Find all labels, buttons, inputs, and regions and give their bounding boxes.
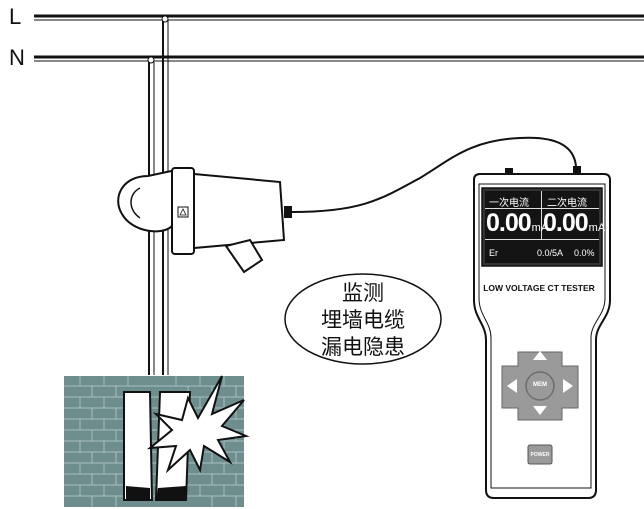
screen-rule-bottom (485, 239, 599, 240)
leakage-spark-icon (146, 375, 250, 474)
tester-screen: 一次电流 二次电流 0.00mA 0.00mA Er 0.0/5A 0.0% (485, 191, 605, 263)
clamp-ct-sensor (117, 167, 292, 274)
primary-current-value: 0.00mA (486, 211, 548, 236)
left-arrow-icon[interactable] (507, 379, 517, 393)
line-l-conductor (34, 14, 644, 21)
note-text: 监测 埋墙电缆 漏电隐患 (298, 280, 428, 361)
lead-wire (291, 136, 577, 213)
direction-pad (501, 351, 579, 421)
primary-current-label: 一次电流 (489, 198, 529, 209)
note-ellipse (284, 273, 442, 365)
secondary-current-number: 0.00 (543, 209, 589, 237)
screen-divider (541, 191, 542, 239)
mem-button[interactable]: MEM (533, 382, 547, 388)
power-button[interactable] (527, 444, 553, 465)
power-button-label[interactable]: POWER (530, 452, 550, 458)
secondary-current-unit: mA (588, 222, 606, 234)
up-arrow-icon[interactable] (533, 351, 547, 360)
secondary-current-label: 二次电流 (547, 198, 587, 209)
error-indicator: Er (489, 248, 498, 258)
note-line-2: 埋墙电缆 (321, 308, 405, 332)
right-arrow-icon[interactable] (563, 379, 573, 393)
note-line-3: 漏电隐患 (321, 335, 405, 359)
line-l-label: L (9, 4, 22, 29)
screen-rule-top (485, 208, 599, 209)
model-label: LOW VOLTAGE CT TESTER (483, 283, 595, 293)
ratio-readout: 0.0/5A (537, 248, 564, 258)
note-line-1: 监测 (342, 281, 384, 305)
primary-current-unit: mA (531, 222, 549, 234)
primary-current-number: 0.00 (486, 209, 532, 237)
percent-readout: 0.0% (574, 248, 595, 258)
line-n-conductor (34, 55, 644, 62)
down-arrow-icon[interactable] (533, 406, 547, 415)
secondary-current-value: 0.00mA (543, 211, 605, 236)
line-n-label: N (9, 45, 25, 70)
